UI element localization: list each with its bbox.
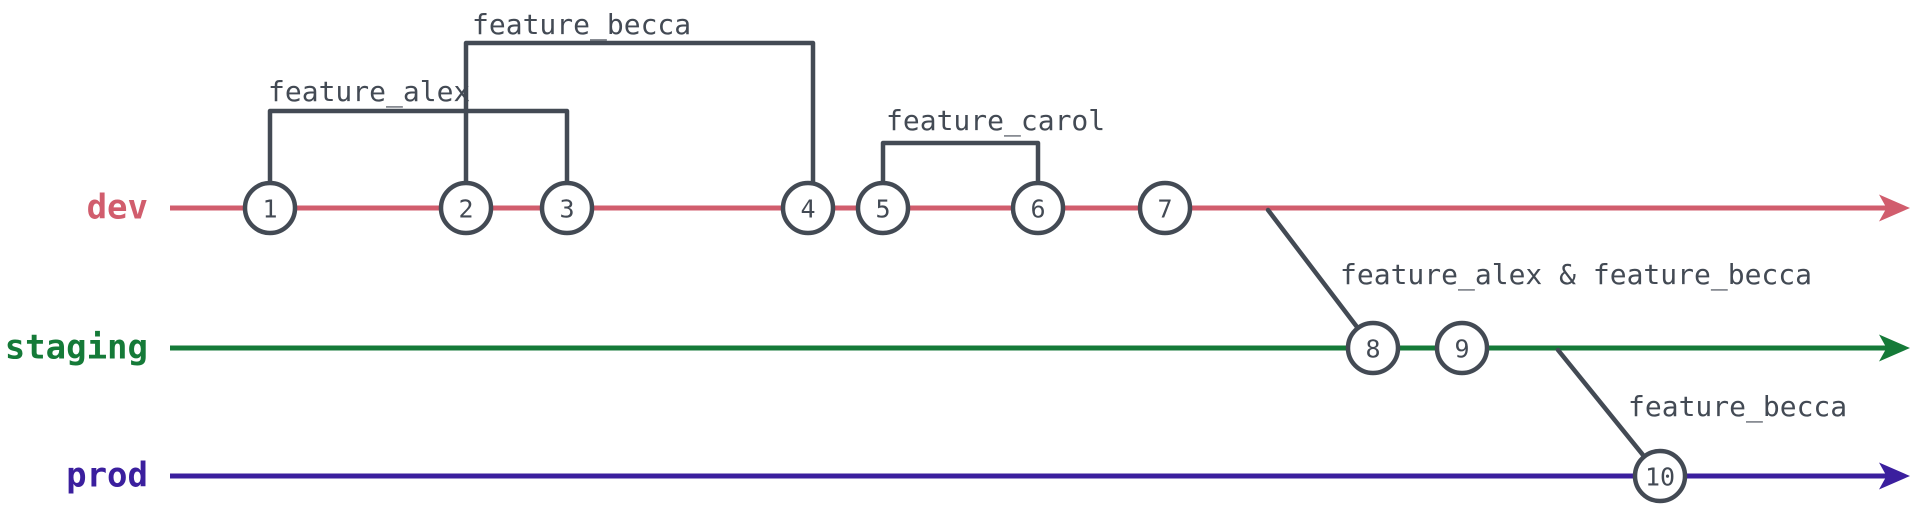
commit-node-9[interactable]: 9 [1434, 320, 1490, 376]
feature-labels-group: feature_alex feature_becca feature_carol [268, 8, 1105, 138]
commit-label: 5 [875, 195, 890, 224]
commit-nodes-group: 1 2 3 4 5 6 7 [242, 180, 1688, 504]
feature-label-feature_becca: feature_becca [472, 8, 691, 42]
commit-node-4[interactable]: 4 [780, 180, 836, 236]
merge-labels-group: feature_alex & feature_becca feature_bec… [1340, 258, 1847, 424]
commit-node-6[interactable]: 6 [1010, 180, 1066, 236]
commit-label: 8 [1365, 335, 1380, 364]
merge-label-staging-to-prod: feature_becca [1628, 390, 1847, 424]
merge-label-dev-to-staging: feature_alex & feature_becca [1340, 258, 1812, 292]
branch-label-staging: staging [5, 328, 148, 368]
commit-label: 2 [458, 195, 473, 224]
commit-node-8[interactable]: 8 [1345, 320, 1401, 376]
feature-label-feature_alex: feature_alex [268, 75, 470, 109]
feature-brackets-group [267, 40, 1041, 208]
branch-label-dev: dev [87, 188, 148, 228]
branch-labels-group: dev staging prod [5, 188, 148, 496]
commit-node-7[interactable]: 7 [1137, 180, 1193, 236]
commit-label: 6 [1030, 195, 1045, 224]
commit-label: 4 [800, 195, 815, 224]
feature-bracket-feature_carol [880, 140, 1041, 208]
feature-bracket-feature_alex [267, 108, 570, 208]
feature-bracket-feature_becca [463, 40, 816, 208]
branch-label-prod: prod [66, 456, 148, 496]
commit-label: 10 [1645, 463, 1675, 492]
commit-node-2[interactable]: 2 [438, 180, 494, 236]
commit-node-5[interactable]: 5 [855, 180, 911, 236]
branch-lines-group [170, 194, 1911, 490]
commit-node-3[interactable]: 3 [539, 180, 595, 236]
commit-label: 1 [262, 195, 277, 224]
feature-label-feature_carol: feature_carol [886, 104, 1105, 138]
commit-label: 7 [1157, 195, 1172, 224]
commit-label: 9 [1454, 335, 1469, 364]
commit-node-10[interactable]: 10 [1632, 448, 1688, 504]
commit-label: 3 [559, 195, 574, 224]
commit-node-1[interactable]: 1 [242, 180, 298, 236]
merge-line-dev-to-staging [1265, 207, 1376, 351]
